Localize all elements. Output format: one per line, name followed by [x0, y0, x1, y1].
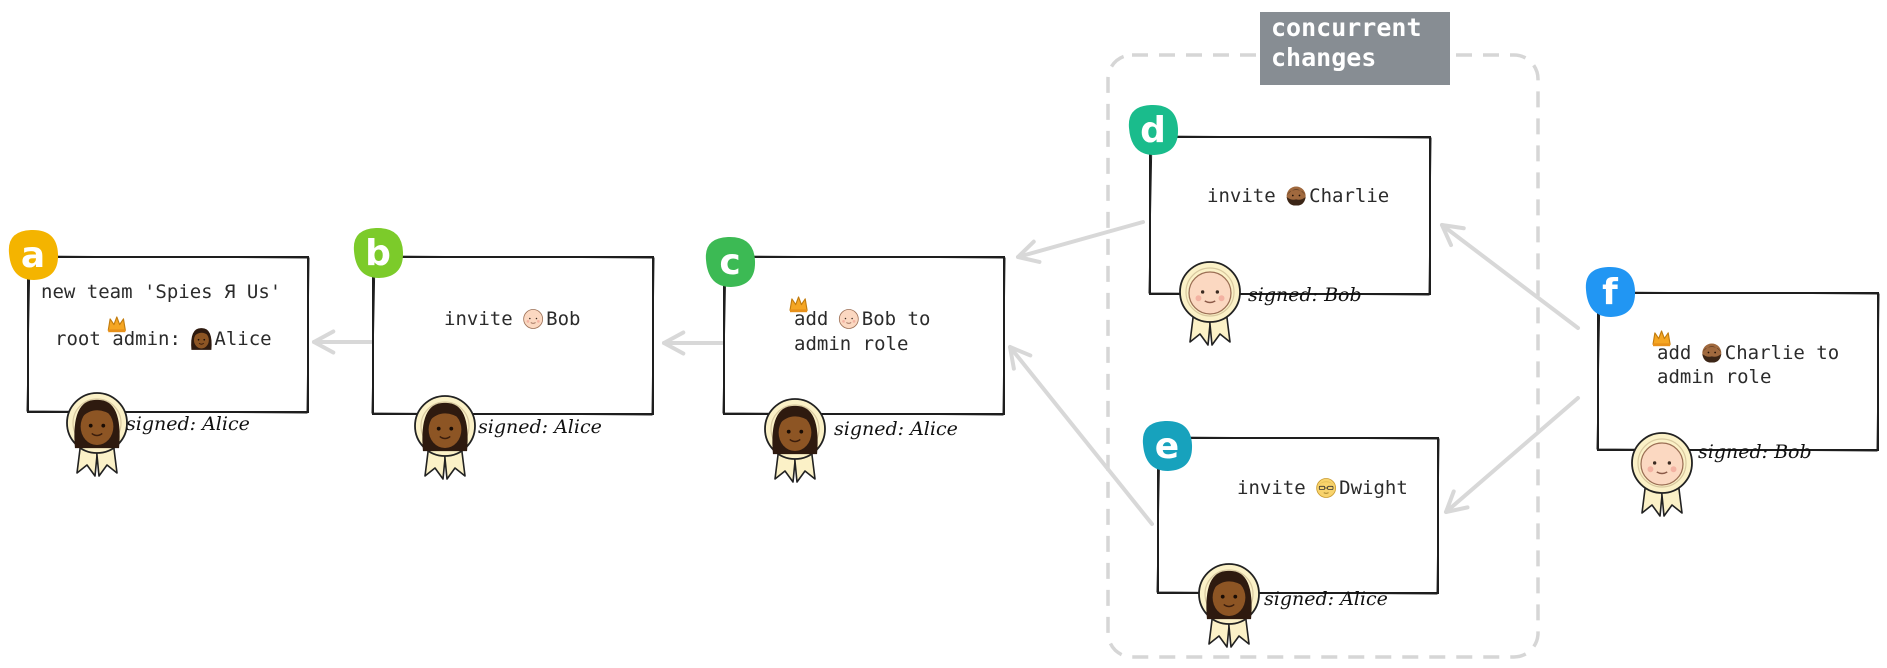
- signed-label: signed: Alice: [1264, 588, 1388, 610]
- node-card: [1597, 292, 1879, 451]
- signed-label: signed: Alice: [478, 416, 602, 438]
- node-e: invite Dwight signed: Alice e: [1142, 420, 1440, 648]
- node-letter-badge: a: [8, 229, 59, 280]
- node-b: invite Bob signed: Alice b: [353, 227, 655, 480]
- bob-avatar: [1188, 271, 1232, 315]
- node-letter: e: [1155, 426, 1179, 467]
- signed-label: signed: Alice: [834, 418, 958, 440]
- node-letter: c: [719, 242, 740, 283]
- charlie-face-icon: [1702, 343, 1722, 363]
- signed-label: signed: Alice: [126, 413, 250, 435]
- bob-face-icon: [838, 309, 859, 329]
- signed-label: signed: Bob: [1248, 284, 1362, 306]
- node-letter: d: [1140, 110, 1166, 151]
- node-letter: a: [21, 235, 45, 276]
- bob-avatar: [1640, 442, 1684, 486]
- alice-avatar: [1206, 570, 1252, 620]
- card-text: Charlie: [1309, 185, 1389, 207]
- node-a: new team 'Spies Я Us' root admin: Alice si…: [8, 229, 310, 477]
- card-text: admin:: [112, 328, 181, 350]
- node-letter-badge: b: [353, 227, 404, 278]
- signature-seal-icon: [1179, 261, 1241, 346]
- alice-avatar: [74, 399, 120, 449]
- node-letter: f: [1602, 272, 1618, 313]
- alice-face-icon: [191, 328, 212, 350]
- charlie-face-icon: [1286, 186, 1306, 206]
- alice-avatar: [772, 405, 818, 455]
- card-text: Charlie to: [1725, 342, 1839, 364]
- alice-avatar: [422, 402, 468, 452]
- arrow-b-to-a: [312, 329, 373, 355]
- node-letter-badge: e: [1142, 420, 1193, 471]
- crown-icon: [789, 296, 808, 313]
- card-text: Dwight: [1339, 477, 1408, 499]
- signed-label: signed: Bob: [1698, 441, 1812, 463]
- card-text: invite: [444, 308, 513, 330]
- group-title-background: [1260, 12, 1450, 85]
- bob-face-icon: [523, 309, 544, 329]
- card-text: Alice: [214, 328, 271, 350]
- nodes: new team 'Spies Я Us' root admin: Alice si…: [8, 104, 1880, 648]
- card-text: Bob to: [862, 308, 931, 330]
- card-text: invite: [1207, 185, 1276, 207]
- crown-icon: [1652, 330, 1671, 347]
- arrow-d-to-c: [1016, 220, 1145, 264]
- node-c: add Bob to admin role signed: Alice c: [705, 236, 1006, 483]
- node-card: [372, 256, 654, 415]
- crown-icon: [107, 316, 126, 333]
- card-text: admin role: [794, 333, 908, 355]
- group-title-line: changes: [1271, 43, 1376, 72]
- dwight-face-icon: [1316, 478, 1337, 498]
- node-letter-badge: c: [705, 236, 756, 287]
- card-text: admin role: [1657, 366, 1771, 388]
- node-card: [1157, 437, 1439, 594]
- node-letter: b: [365, 233, 391, 274]
- signature-seal-icon: [1198, 563, 1260, 648]
- card-text: new team 'Spies Я Us': [41, 281, 281, 303]
- node-letter-badge: d: [1128, 104, 1179, 155]
- card-text: root: [55, 328, 101, 350]
- node-letter-badge: f: [1585, 266, 1636, 317]
- card-text: add: [1657, 342, 1691, 364]
- signature-seal-icon: [66, 392, 128, 477]
- group-title-line: concurrent: [1271, 13, 1422, 42]
- node-d: invite Charlie signed: Bob d: [1128, 104, 1432, 346]
- arrow-f-to-e: [1444, 396, 1580, 514]
- signature-seal-icon: [764, 398, 826, 483]
- arrow-e-to-c: [1008, 345, 1154, 526]
- card-text: add: [794, 308, 828, 330]
- arrow-f-to-d: [1440, 223, 1580, 330]
- card-text: invite: [1237, 477, 1306, 499]
- arrows: [312, 220, 1580, 526]
- signature-seal-icon: [1631, 432, 1693, 517]
- node-card: [723, 256, 1005, 415]
- signature-seal-icon: [414, 395, 476, 480]
- card-text: Bob: [546, 308, 580, 330]
- arrow-c-to-b: [662, 330, 724, 356]
